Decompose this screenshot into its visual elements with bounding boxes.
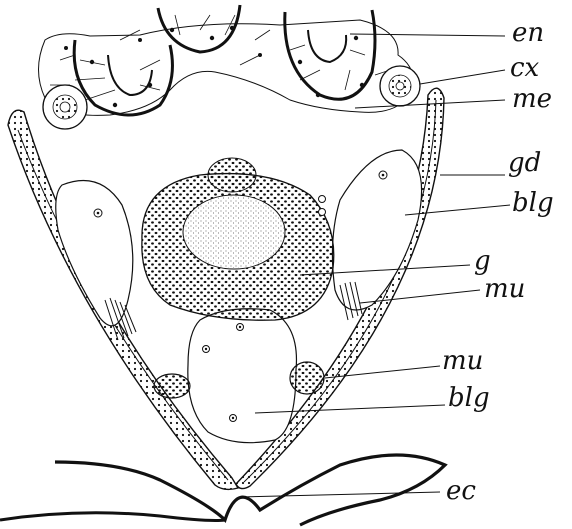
- endoderm-layer: [39, 5, 414, 115]
- blood-gland-lower: [188, 309, 297, 443]
- muscle-lower-left: [154, 374, 190, 398]
- label-mu-lower: mu: [442, 348, 483, 374]
- label-blg-lower: blg: [448, 385, 490, 411]
- ganglion: [142, 158, 334, 320]
- muscle-lower-right: [290, 362, 324, 394]
- label-en: en: [512, 20, 544, 46]
- label-g: g: [474, 248, 491, 274]
- label-me: me: [512, 86, 552, 112]
- label-mu-upper: mu: [484, 276, 525, 302]
- coelomic-structure-left: [43, 85, 87, 129]
- label-ec: ec: [446, 478, 476, 504]
- label-gd: gd: [508, 150, 541, 176]
- label-cx: cx: [510, 55, 539, 81]
- label-blg-upper: blg: [512, 190, 554, 216]
- coelomic-structure-right: [380, 66, 420, 106]
